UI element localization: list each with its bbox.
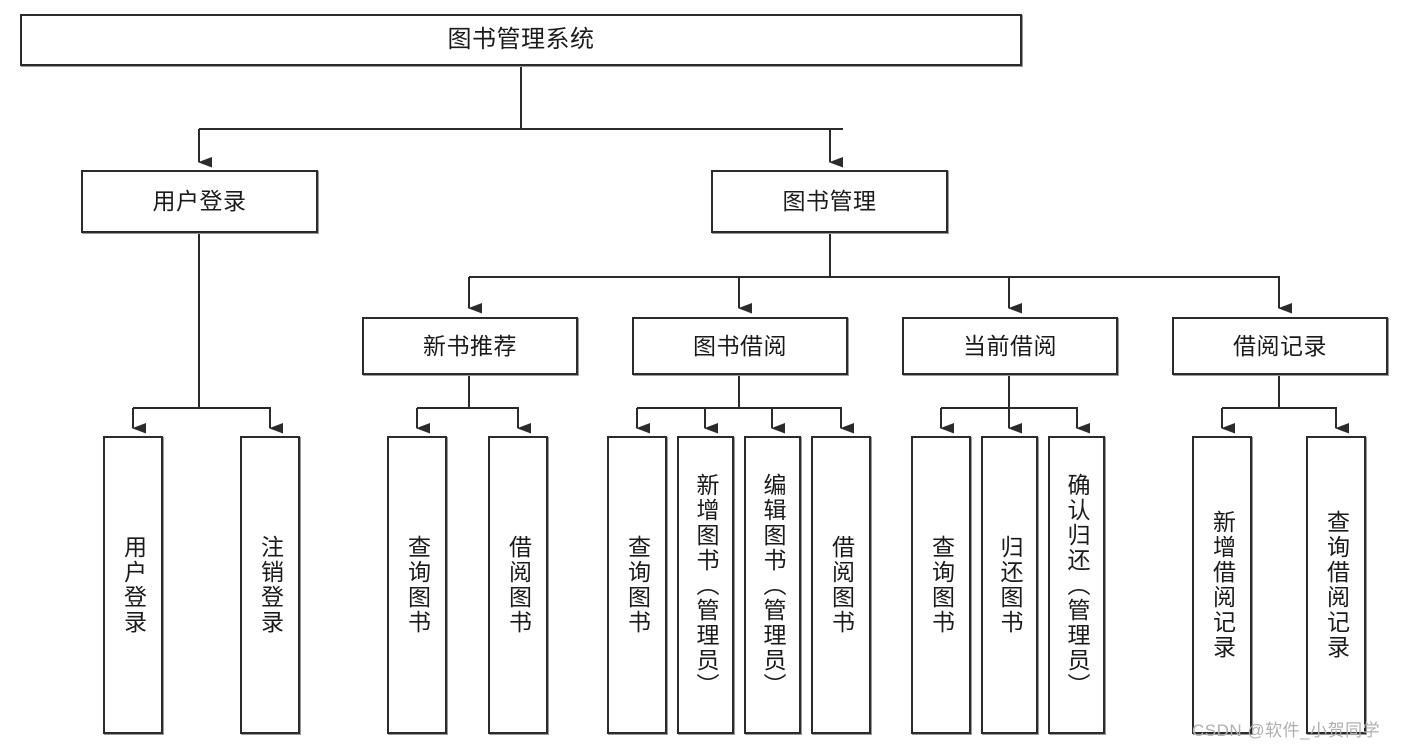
node-root[interactable]: 图书管理系统 <box>20 14 1022 66</box>
node-root-label: 图书管理系统 <box>447 26 595 54</box>
csdn-watermark: CSDN @软件_小贺同学 <box>1192 721 1381 740</box>
leaf-bookborrow-query-book-label: 查询图书 <box>624 535 651 635</box>
leaf-currentborrow-confirm-return[interactable]: 确认归还（管理员） <box>1048 436 1105 734</box>
node-book-borrow-label: 图书借阅 <box>693 332 787 359</box>
node-user-login-label: 用户登录 <box>152 188 247 215</box>
leaf-bookborrow-edit-book-label: 编辑图书（管理员） <box>760 472 786 698</box>
leaf-newbook-query-book-label: 查询图书 <box>404 535 431 635</box>
leaf-newbook-borrow-book[interactable]: 借阅图书 <box>488 436 548 734</box>
node-book-manage[interactable]: 图书管理 <box>711 170 948 233</box>
leaf-logout[interactable]: 注销登录 <box>240 436 300 734</box>
node-current-borrow-label: 当前借阅 <box>963 332 1057 359</box>
leaf-currentborrow-return-book-label: 归还图书 <box>997 535 1023 635</box>
node-borrow-record-label: 借阅记录 <box>1233 332 1327 359</box>
leaf-bookborrow-add-book-label: 新增图书（管理员） <box>693 472 719 698</box>
leaf-bookborrow-query-book[interactable]: 查询图书 <box>607 436 667 734</box>
leaf-user-login-label: 用户登录 <box>120 535 147 635</box>
node-current-borrow[interactable]: 当前借阅 <box>902 317 1118 375</box>
node-book-manage-label: 图书管理 <box>782 188 877 215</box>
leaf-newbook-query-book[interactable]: 查询图书 <box>387 436 447 734</box>
leaf-add-borrow-record-label: 新增借阅记录 <box>1209 510 1236 660</box>
node-borrow-record[interactable]: 借阅记录 <box>1172 317 1388 375</box>
leaf-newbook-borrow-book-label: 借阅图书 <box>505 535 532 635</box>
leaf-user-login[interactable]: 用户登录 <box>103 436 163 734</box>
node-new-book-recommend[interactable]: 新书推荐 <box>362 317 578 375</box>
leaf-bookborrow-add-book[interactable]: 新增图书（管理员） <box>677 436 734 734</box>
leaf-bookborrow-borrow-book-label: 借阅图书 <box>828 535 855 635</box>
leaf-currentborrow-query-book[interactable]: 查询图书 <box>911 436 971 734</box>
node-book-borrow[interactable]: 图书借阅 <box>632 317 848 375</box>
leaf-add-borrow-record[interactable]: 新增借阅记录 <box>1192 436 1252 734</box>
leaf-query-borrow-record-label: 查询借阅记录 <box>1323 510 1350 660</box>
leaf-bookborrow-edit-book[interactable]: 编辑图书（管理员） <box>744 436 801 734</box>
node-user-login[interactable]: 用户登录 <box>81 170 318 233</box>
leaf-bookborrow-borrow-book[interactable]: 借阅图书 <box>811 436 871 734</box>
leaf-currentborrow-confirm-return-label: 确认归还（管理员） <box>1064 472 1090 698</box>
leaf-logout-label: 注销登录 <box>257 535 284 635</box>
leaf-query-borrow-record[interactable]: 查询借阅记录 <box>1306 436 1366 734</box>
leaf-currentborrow-query-book-label: 查询图书 <box>928 535 955 635</box>
leaf-currentborrow-return-book[interactable]: 归还图书 <box>981 436 1038 734</box>
node-new-book-recommend-label: 新书推荐 <box>423 332 517 359</box>
